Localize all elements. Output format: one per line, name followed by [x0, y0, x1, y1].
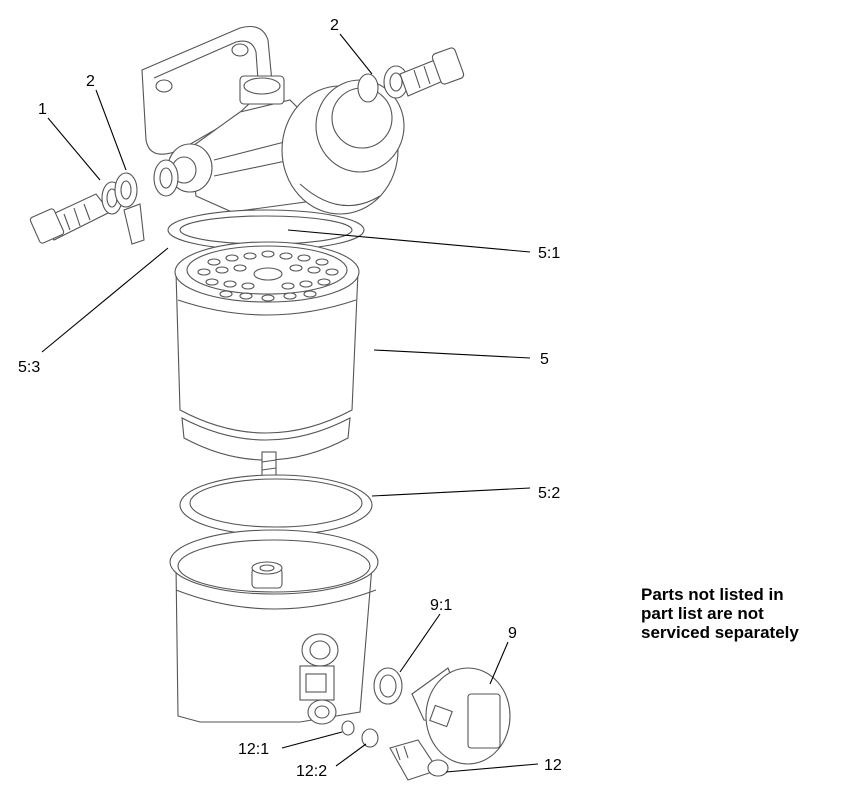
leader-lines [41, 33, 539, 773]
filter-bowl [169, 529, 379, 725]
filter-head-assembly [141, 25, 405, 215]
callout-12-2: 12:2 [296, 763, 327, 780]
callout-9-1: 9:1 [430, 597, 452, 614]
callout-12-1: 12:1 [238, 741, 269, 758]
callout-5: 5 [540, 351, 549, 368]
drain-valve [341, 720, 449, 781]
sensor-parts [373, 667, 511, 765]
left-fittings [29, 159, 179, 245]
right-fittings [357, 47, 465, 103]
service-note: Parts not listed in part list are not se… [641, 585, 841, 642]
service-note-line-1: Parts not listed in [641, 585, 784, 604]
callout-9: 9 [508, 625, 517, 642]
callout-1: 1 [38, 101, 47, 118]
callout-labels: 1 2 2 5:1 5:3 5 5:2 9:1 9 12:1 12:2 12 [18, 17, 562, 780]
callout-5-1: 5:1 [538, 245, 560, 262]
callout-12: 12 [544, 757, 562, 774]
callout-2-top: 2 [330, 17, 339, 34]
callout-2-left: 2 [86, 73, 95, 90]
service-note-line-3: serviced separately [641, 623, 799, 642]
callout-5-2: 5:2 [538, 485, 560, 502]
filter-element [174, 241, 360, 461]
service-note-line-2: part list are not [641, 604, 764, 623]
seal-5-2 [179, 474, 373, 536]
callout-5-3: 5:3 [18, 359, 40, 376]
